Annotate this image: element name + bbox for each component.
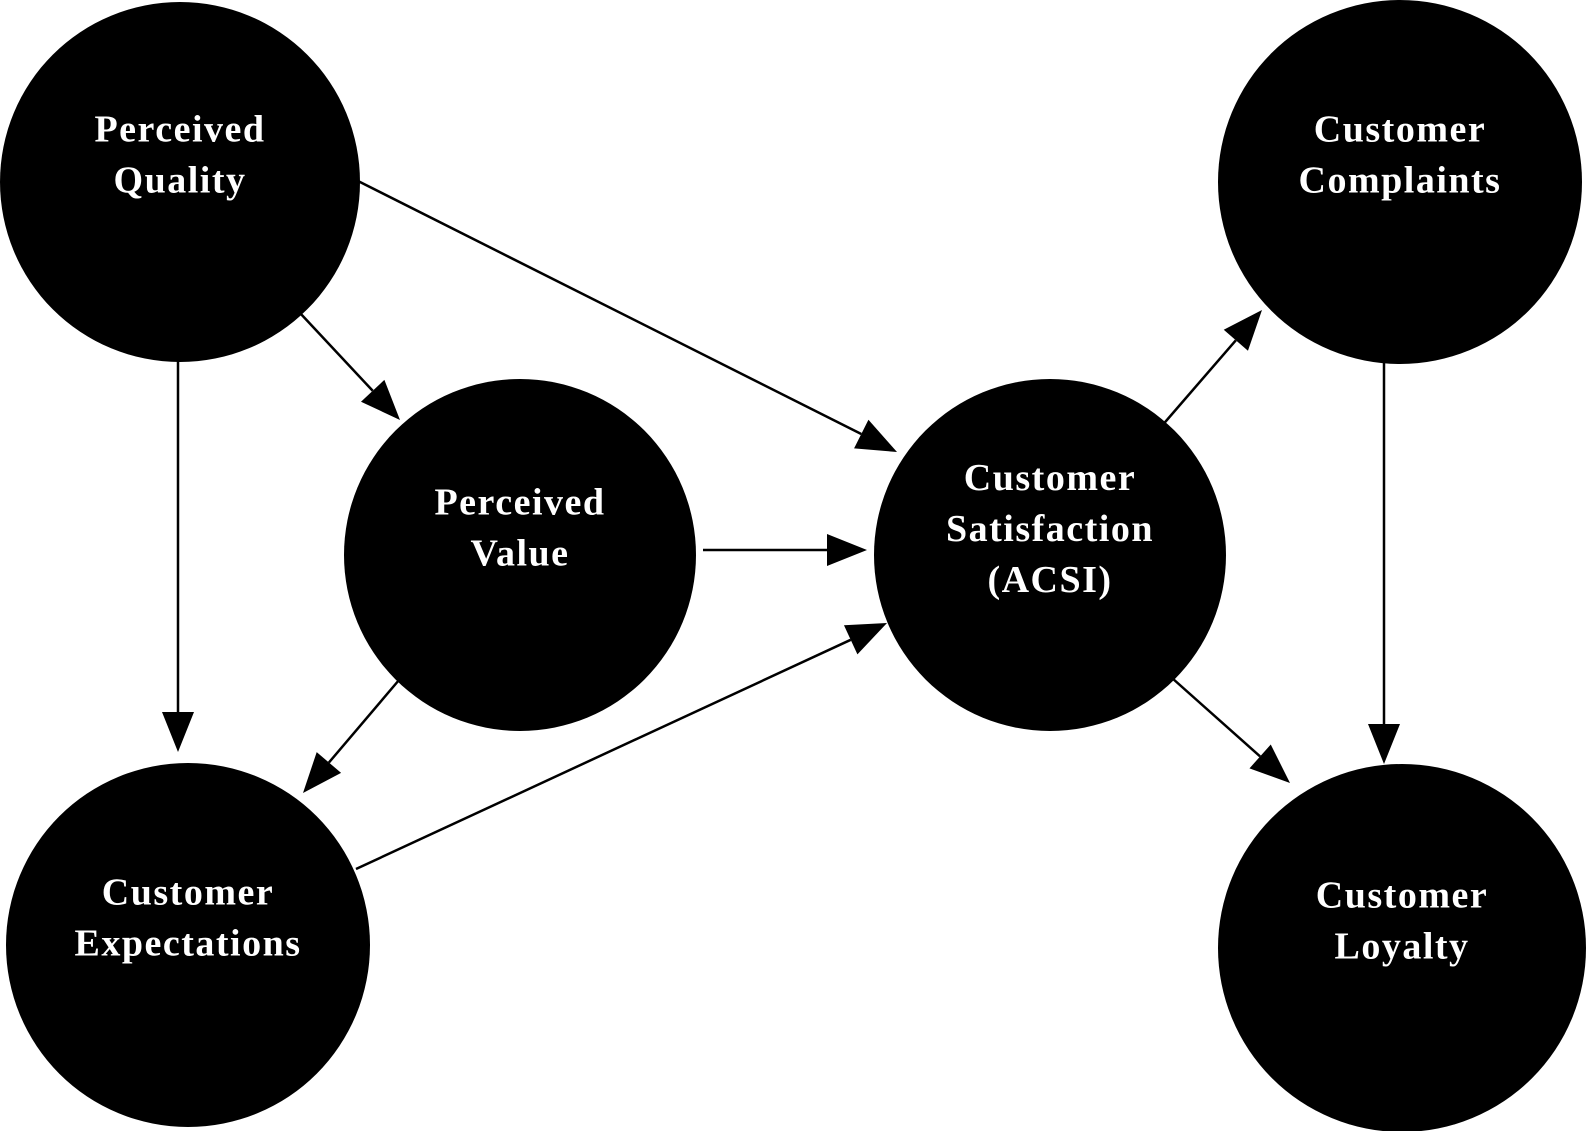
node-label-line: Perceived	[434, 482, 605, 524]
node-label-line: Customer	[1316, 875, 1488, 917]
edges-layer	[162, 179, 1400, 871]
edge-customer-expectations-to-customer-satisfaction	[355, 623, 887, 871]
edge-line	[355, 638, 852, 871]
arrowhead-icon	[1368, 724, 1400, 764]
edge-customer-satisfaction-to-customer-loyalty	[1162, 669, 1290, 783]
arrowhead-icon	[162, 712, 194, 752]
arrowhead-icon	[1249, 744, 1290, 783]
node-label-line: Customer	[964, 457, 1136, 499]
node-label-line: Complaints	[1299, 160, 1502, 202]
node-circle	[6, 763, 370, 1127]
node-label-line: Customer	[1314, 109, 1486, 151]
node-circle	[0, 2, 360, 362]
node-circle	[344, 379, 696, 731]
edge-perceived-quality-to-perceived-value	[299, 312, 400, 420]
node-circle	[1218, 764, 1586, 1131]
node-circle	[1218, 0, 1582, 364]
arrowhead-icon	[843, 623, 887, 655]
node-label-line: Satisfaction	[946, 508, 1154, 550]
node-label-line: (ACSI)	[987, 559, 1112, 601]
arrowhead-icon	[303, 752, 342, 793]
edge-line	[1162, 669, 1261, 758]
arrowhead-icon	[854, 419, 897, 452]
edge-perceived-quality-to-customer-expectations	[162, 360, 194, 752]
edge-line	[299, 312, 374, 392]
node-label-line: Quality	[114, 160, 247, 202]
node-label-line: Expectations	[75, 923, 302, 965]
edge-line	[327, 679, 400, 764]
edge-perceived-value-to-customer-satisfaction	[703, 534, 867, 566]
node-circle	[874, 379, 1226, 731]
edge-line	[357, 179, 862, 436]
edge-customer-satisfaction-to-customer-complaints	[1159, 310, 1262, 429]
node-label-line: Customer	[102, 872, 274, 914]
arrowhead-icon	[360, 379, 400, 420]
node-label-line: Value	[470, 533, 569, 575]
edge-line	[1159, 339, 1237, 429]
arrowhead-icon	[827, 534, 867, 566]
node-label-line: Loyalty	[1334, 926, 1469, 968]
arrowhead-icon	[1223, 310, 1262, 351]
node-label-line: Perceived	[94, 109, 265, 151]
edge-customer-complaints-to-customer-loyalty	[1368, 362, 1400, 764]
edge-perceived-value-to-customer-expectations	[303, 679, 400, 793]
edge-perceived-quality-to-customer-satisfaction	[357, 179, 897, 452]
